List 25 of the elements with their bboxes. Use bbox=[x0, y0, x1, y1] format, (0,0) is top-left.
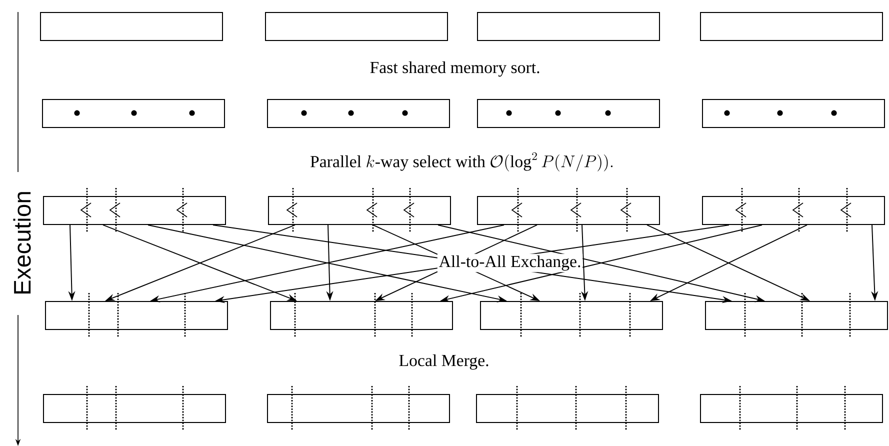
block-box bbox=[40, 12, 223, 41]
block-box bbox=[702, 196, 885, 225]
block-box bbox=[477, 12, 660, 41]
block-box bbox=[267, 99, 450, 128]
block-box bbox=[477, 196, 660, 225]
block-box bbox=[45, 301, 228, 330]
block-box bbox=[42, 99, 225, 128]
stage-label: Local Merge. bbox=[399, 354, 488, 370]
block-box bbox=[702, 99, 885, 128]
block-box bbox=[480, 301, 663, 330]
block-box bbox=[268, 196, 451, 225]
stage-label: Fast shared memory sort. bbox=[370, 61, 540, 77]
stage-label: All-to-All Exchange. bbox=[437, 254, 583, 272]
block-box bbox=[270, 301, 453, 330]
block-box bbox=[700, 12, 883, 41]
block-box bbox=[265, 12, 448, 41]
block-box bbox=[43, 394, 226, 423]
stage-label: $\text{Parallel }k\text{-way select with }\mathcal{O}(\log^2 P(N/P)).$ bbox=[310, 152, 613, 172]
block-box bbox=[43, 196, 226, 225]
block-box bbox=[700, 394, 883, 423]
block-box bbox=[477, 99, 660, 128]
block-box bbox=[267, 394, 450, 423]
block-box bbox=[705, 301, 888, 330]
axis-label: Execution bbox=[13, 192, 31, 294]
block-box bbox=[476, 394, 659, 423]
